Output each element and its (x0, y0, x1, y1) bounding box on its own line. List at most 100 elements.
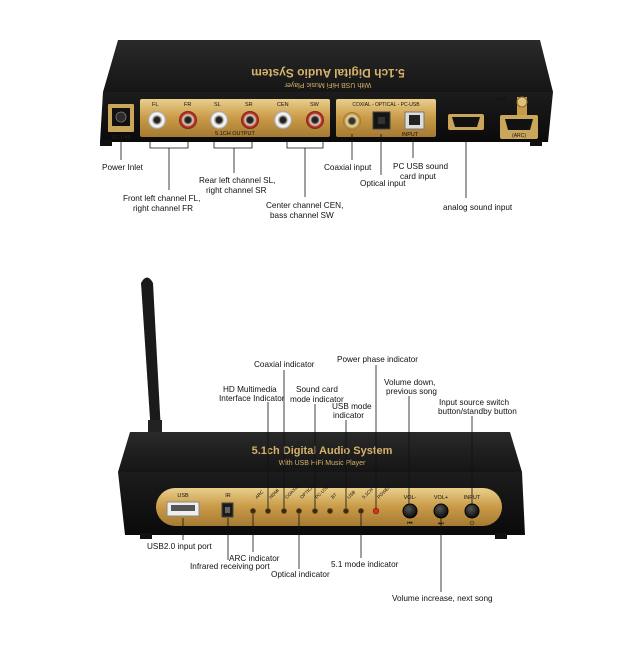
callout-analog: analog sound input (443, 203, 513, 212)
rca-label-cen: CEN (277, 102, 289, 108)
top-face-title: 5.1ch Digital Audio System (251, 66, 405, 80)
rca-jack-sr (241, 111, 259, 129)
usb-a-core (171, 505, 195, 511)
rca-jack-fr (179, 111, 197, 129)
callout-input-2: button/standby button (438, 407, 517, 416)
callout-usbmode-1: USB mode (332, 402, 372, 411)
callout-front-2: right channel FR (133, 204, 193, 213)
callout-center-1: Center channel CEN, (266, 201, 343, 210)
rca-label-sr: SR (245, 102, 253, 108)
prev-song-icon: ⏮ (407, 521, 413, 527)
led-label-hdmi: HDMI (268, 488, 280, 500)
bottom-face-subtitle: With USB HiFi Music Player (279, 460, 366, 467)
callout-hdmi-2: Interface Indicator (219, 394, 285, 403)
rca-label-sl: SL (214, 102, 221, 108)
callout-usb-port: USB2.0 input port (147, 542, 212, 551)
bottom-face-title: 5.1ch Digital Audio System (252, 445, 393, 457)
hdmi-arc-socket (505, 119, 533, 130)
output-label: 5.1CH OUTPUT (215, 131, 255, 137)
leds (250, 507, 380, 515)
optical-jack-core (378, 117, 385, 124)
bottom-device-foot-right (495, 533, 507, 539)
bottom-callouts: Coaxial indicator Power phase indicator … (147, 355, 517, 603)
top-device-lid-text: 5.1ch Digital Audio System With USB HiFi… (251, 66, 405, 88)
button-label-vol-plus: VOL+ (434, 495, 448, 501)
callout-power-inlet: Power Inlet (102, 163, 144, 172)
ir-sensor (225, 507, 230, 513)
standby-icon: ⏻ (470, 520, 475, 527)
top-device-foot-right (530, 140, 542, 146)
vol-minus-button[interactable] (402, 503, 418, 519)
ir-label: IR (225, 493, 231, 499)
led-arc (250, 508, 256, 514)
dc-jack-pin (115, 111, 127, 123)
rca-jack-sw (306, 111, 324, 129)
ant-label: ANT (495, 97, 507, 103)
top-face-subtitle: With USB HiFi Music Player (284, 81, 371, 88)
led-label-bt: BT (330, 492, 338, 500)
led-hdmi (265, 508, 271, 514)
top-device: 5.1ch Digital Audio System With USB HiFi… (100, 40, 553, 146)
callout-center-2: bass channel SW (270, 211, 334, 220)
callout-soundcard-2: mode indicator (290, 395, 344, 404)
callout-ir-port: Infrared receiving port (190, 562, 270, 571)
led-51ch (358, 508, 364, 514)
rca-jack-cen (274, 111, 292, 129)
led-optical (296, 508, 302, 514)
callout-rear-2: right channel SR (206, 186, 267, 195)
callout-vol-up: Volume increase, next song (392, 594, 493, 603)
input-header: COXIAL - OPTICAL - PC-USB (352, 102, 420, 108)
callout-coaxial-indicator: Coaxial indicator (254, 360, 315, 369)
led-bt (327, 508, 333, 514)
input-button[interactable] (464, 503, 480, 519)
bottom-callout-lines (182, 365, 473, 592)
callout-usbmode-2: indicator (333, 411, 364, 420)
callout-optical: Optical input (360, 179, 406, 188)
usb-label: USB (177, 493, 189, 499)
wifi-antenna (141, 277, 161, 434)
hdmi-in-socket (452, 117, 480, 127)
coaxial-jack (343, 112, 361, 130)
led-pcusb (312, 508, 318, 514)
top-device-foot-left (100, 140, 112, 146)
button-label-vol-minus: VOL- (404, 495, 417, 501)
top-callout-lines (120, 132, 467, 198)
top-callouts: Power Inlet Front left channel FL, right… (102, 162, 513, 220)
rca-jack-fl (148, 111, 166, 129)
callout-voldown-2: previous song (386, 387, 437, 396)
bottom-device: 5.1ch Digital Audio System With USB HiFi… (118, 277, 525, 539)
led-label-usb: USB (346, 489, 356, 499)
callout-pcusb-1: PC USB sound (393, 162, 449, 171)
callout-51-mode: 5.1 mode indicator (331, 560, 399, 569)
front-panel-strip (156, 488, 502, 526)
callout-hdmi-1: HD Multimedia (223, 385, 277, 394)
led-usb (343, 508, 349, 514)
rca-label-fr: FR (184, 102, 191, 108)
ant-nut (516, 96, 528, 108)
callout-input-1: Input source switch (439, 398, 510, 407)
rca-label-sw: SW (310, 102, 320, 108)
bottom-device-foot-left (140, 533, 152, 539)
led-coaxial (281, 508, 287, 514)
rca-jack-sl (210, 111, 228, 129)
callout-rear-1: Rear left channel SL, (199, 176, 275, 185)
arc-label: (ARC) (512, 133, 526, 139)
vol-plus-button[interactable] (433, 503, 449, 519)
callout-soundcard-1: Sound card (296, 385, 338, 394)
rca-label-fl: FL (152, 102, 158, 108)
callout-coaxial: Coaxial input (324, 163, 372, 172)
usb-b-core (409, 115, 420, 125)
callout-optical-indicator: Optical indicator (271, 570, 330, 579)
callout-pcusb-2: card input (400, 172, 437, 181)
led-power (372, 507, 380, 515)
led-label-arc: ARC (254, 489, 265, 500)
top-device-lid (103, 40, 553, 92)
callout-front-1: Front left channel FL, (123, 194, 200, 203)
callout-arc-indicator: ARC indicator (229, 554, 280, 563)
bottom-device-lid (118, 432, 522, 472)
callout-power-phase: Power phase indicator (337, 355, 418, 364)
input-label: INPUT (402, 132, 419, 138)
callout-voldown-1: Volume down, (384, 378, 435, 387)
